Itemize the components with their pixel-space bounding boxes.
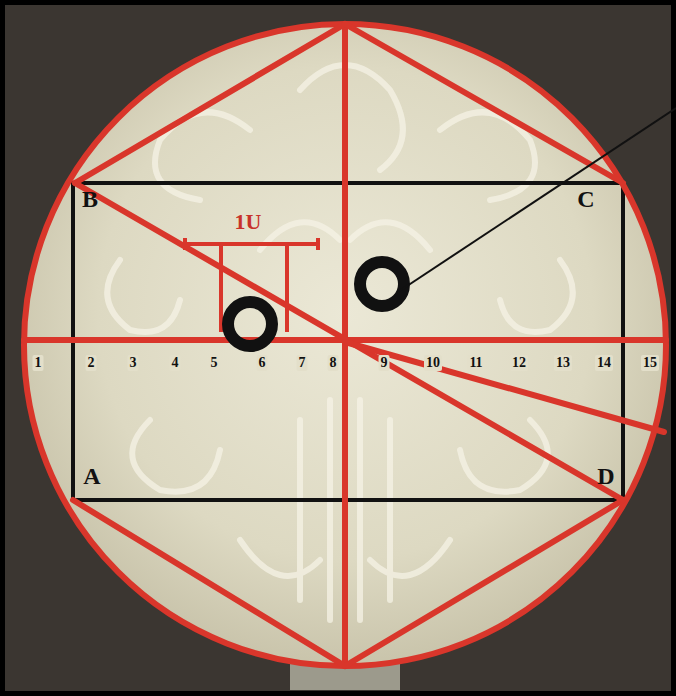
corner-letter: B [82,187,98,211]
corner-letter: C [577,187,594,211]
unit-label: 1U [235,211,262,233]
scale-number: 12 [510,355,528,371]
corner-letter: A [83,464,100,488]
scale-number: 2 [86,355,97,371]
scale-number: 6 [257,355,268,371]
scale-number: 8 [328,355,339,371]
scale-number: 5 [209,355,220,371]
scale-number: 14 [595,355,613,371]
scale-number: 10 [424,355,442,371]
scale-number: 11 [467,355,484,371]
scale-number: 7 [297,355,308,371]
scale-number: 1 [33,355,44,371]
corner-letter: D [597,464,614,488]
scale-number: 9 [379,355,390,371]
scale-number: 15 [641,355,659,371]
scale-number: 3 [128,355,139,371]
scale-number: 4 [170,355,181,371]
scale-number: 13 [554,355,572,371]
